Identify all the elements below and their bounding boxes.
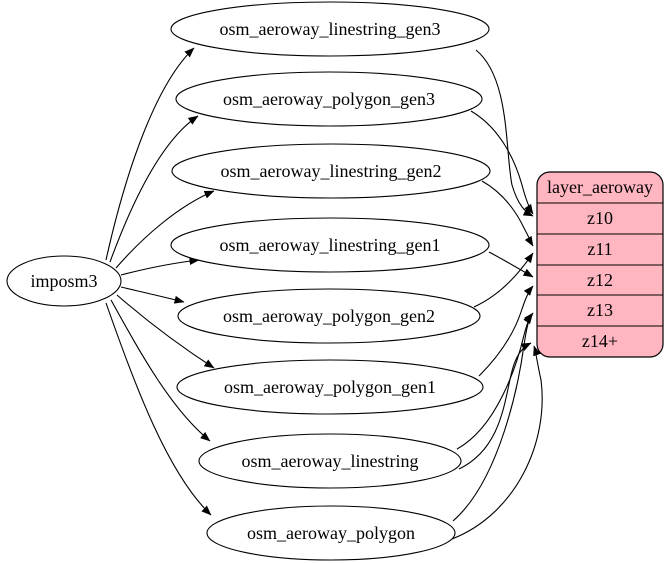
table-node-label: osm_aeroway_polygon — [247, 523, 415, 543]
table-node-ellipse — [171, 143, 491, 199]
table-node-ellipse — [176, 359, 484, 415]
layer-row-z12: z12 — [587, 270, 613, 290]
edge-imposm3-polygon-gen2 — [120, 286, 185, 304]
edges-from-source — [105, 47, 215, 516]
table-node-ellipse — [177, 288, 481, 344]
source-node-ellipse — [6, 255, 122, 307]
layer-row-z13: z13 — [587, 300, 613, 320]
layer-node-title: layer_aeroway — [547, 177, 653, 197]
edge-imposm3-polygon-gen1 — [116, 294, 215, 369]
table-node-osm-aeroway-linestring-gen2: osm_aeroway_linestring_gen2 — [171, 143, 491, 199]
table-node-label: osm_aeroway_polygon_gen3 — [223, 89, 435, 109]
edge-polygon-gen1-z12 — [478, 285, 534, 377]
layer-row-z14: z14+ — [582, 331, 618, 351]
table-node-label: osm_aeroway_linestring_gen3 — [220, 19, 441, 39]
edge-imposm3-linestring — [110, 299, 211, 442]
edges-to-layer — [451, 49, 543, 540]
edge-polygon-z13 — [452, 313, 533, 522]
edge-polygon-gen2-z11 — [473, 252, 534, 308]
table-node-osm-aeroway-linestring-gen3: osm_aeroway_linestring_gen3 — [170, 1, 490, 57]
table-node-osm-aeroway-linestring: osm_aeroway_linestring — [198, 433, 462, 489]
table-node-ellipse — [170, 217, 490, 273]
table-node-osm-aeroway-polygon-gen2: osm_aeroway_polygon_gen2 — [177, 288, 481, 344]
layer-row-z11: z11 — [587, 239, 612, 259]
table-node-label: osm_aeroway_linestring_gen2 — [221, 161, 442, 181]
source-node-label: imposm3 — [30, 271, 97, 291]
edge-imposm3-linestring-gen3 — [105, 47, 195, 261]
table-node-ellipse — [175, 71, 483, 127]
table-node-osm-aeroway-linestring-gen1: osm_aeroway_linestring_gen1 — [170, 217, 490, 273]
edge-polygon-z14 — [451, 345, 543, 540]
edge-linestring-gen3-z10 — [475, 49, 534, 217]
table-node-label: osm_aeroway_linestring_gen1 — [220, 235, 441, 255]
edge-polygon-gen3-z10 — [470, 110, 534, 215]
table-node-label: osm_aeroway_linestring — [242, 451, 419, 471]
table-node-label: osm_aeroway_polygon_gen2 — [223, 306, 435, 326]
table-node-ellipse — [198, 433, 462, 489]
edge-imposm3-linestring-gen2 — [115, 190, 215, 269]
edge-linestring-z14 — [458, 342, 532, 470]
edge-imposm3-polygon — [105, 302, 212, 516]
table-node-ellipse — [170, 1, 490, 57]
table-node-label: osm_aeroway_polygon_gen1 — [224, 377, 436, 397]
layer-row-z10: z10 — [587, 208, 613, 228]
table-node-ellipse — [206, 505, 456, 561]
table-node-osm-aeroway-polygon: osm_aeroway_polygon — [206, 505, 456, 561]
layer-node-layer-aeroway: layer_aeroway z10 z11 z12 z13 z14+ — [536, 171, 664, 358]
edge-imposm3-polygon-gen3 — [109, 115, 199, 263]
edge-imposm3-linestring-gen1 — [120, 257, 200, 276]
edge-linestring-gen2-z11 — [481, 180, 534, 247]
table-node-osm-aeroway-polygon-gen1: osm_aeroway_polygon_gen1 — [176, 359, 484, 415]
source-node-imposm3: imposm3 — [6, 255, 122, 307]
edge-linestring-gen1-z12 — [488, 251, 534, 278]
table-node-osm-aeroway-polygon-gen3: osm_aeroway_polygon_gen3 — [175, 71, 483, 127]
